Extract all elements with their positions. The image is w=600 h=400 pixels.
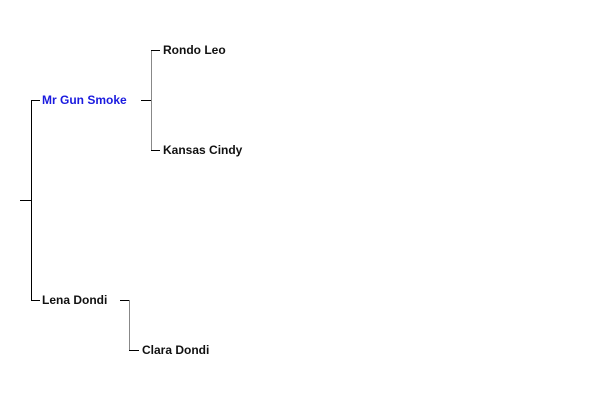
node-dam[interactable]: Lena Dondi: [42, 293, 108, 307]
root-connector: [20, 200, 31, 201]
dam-connector: [31, 300, 40, 301]
sire-dam-connector: [151, 150, 160, 151]
root-vertical-connector: [31, 100, 32, 300]
dam-dam-connector: [129, 350, 139, 351]
dam-out-connector: [120, 300, 129, 301]
sire-out-connector: [141, 100, 151, 101]
node-sire-sire[interactable]: Rondo Leo: [163, 43, 226, 57]
dam-vertical-connector: [129, 300, 130, 350]
sire-sire-connector: [151, 50, 160, 51]
node-dam-dam[interactable]: Clara Dondi: [142, 343, 210, 357]
node-sire-dam[interactable]: Kansas Cindy: [163, 143, 243, 157]
sire-connector: [31, 100, 40, 101]
node-sire[interactable]: Mr Gun Smoke: [42, 93, 127, 107]
sire-vertical-connector: [151, 50, 152, 150]
